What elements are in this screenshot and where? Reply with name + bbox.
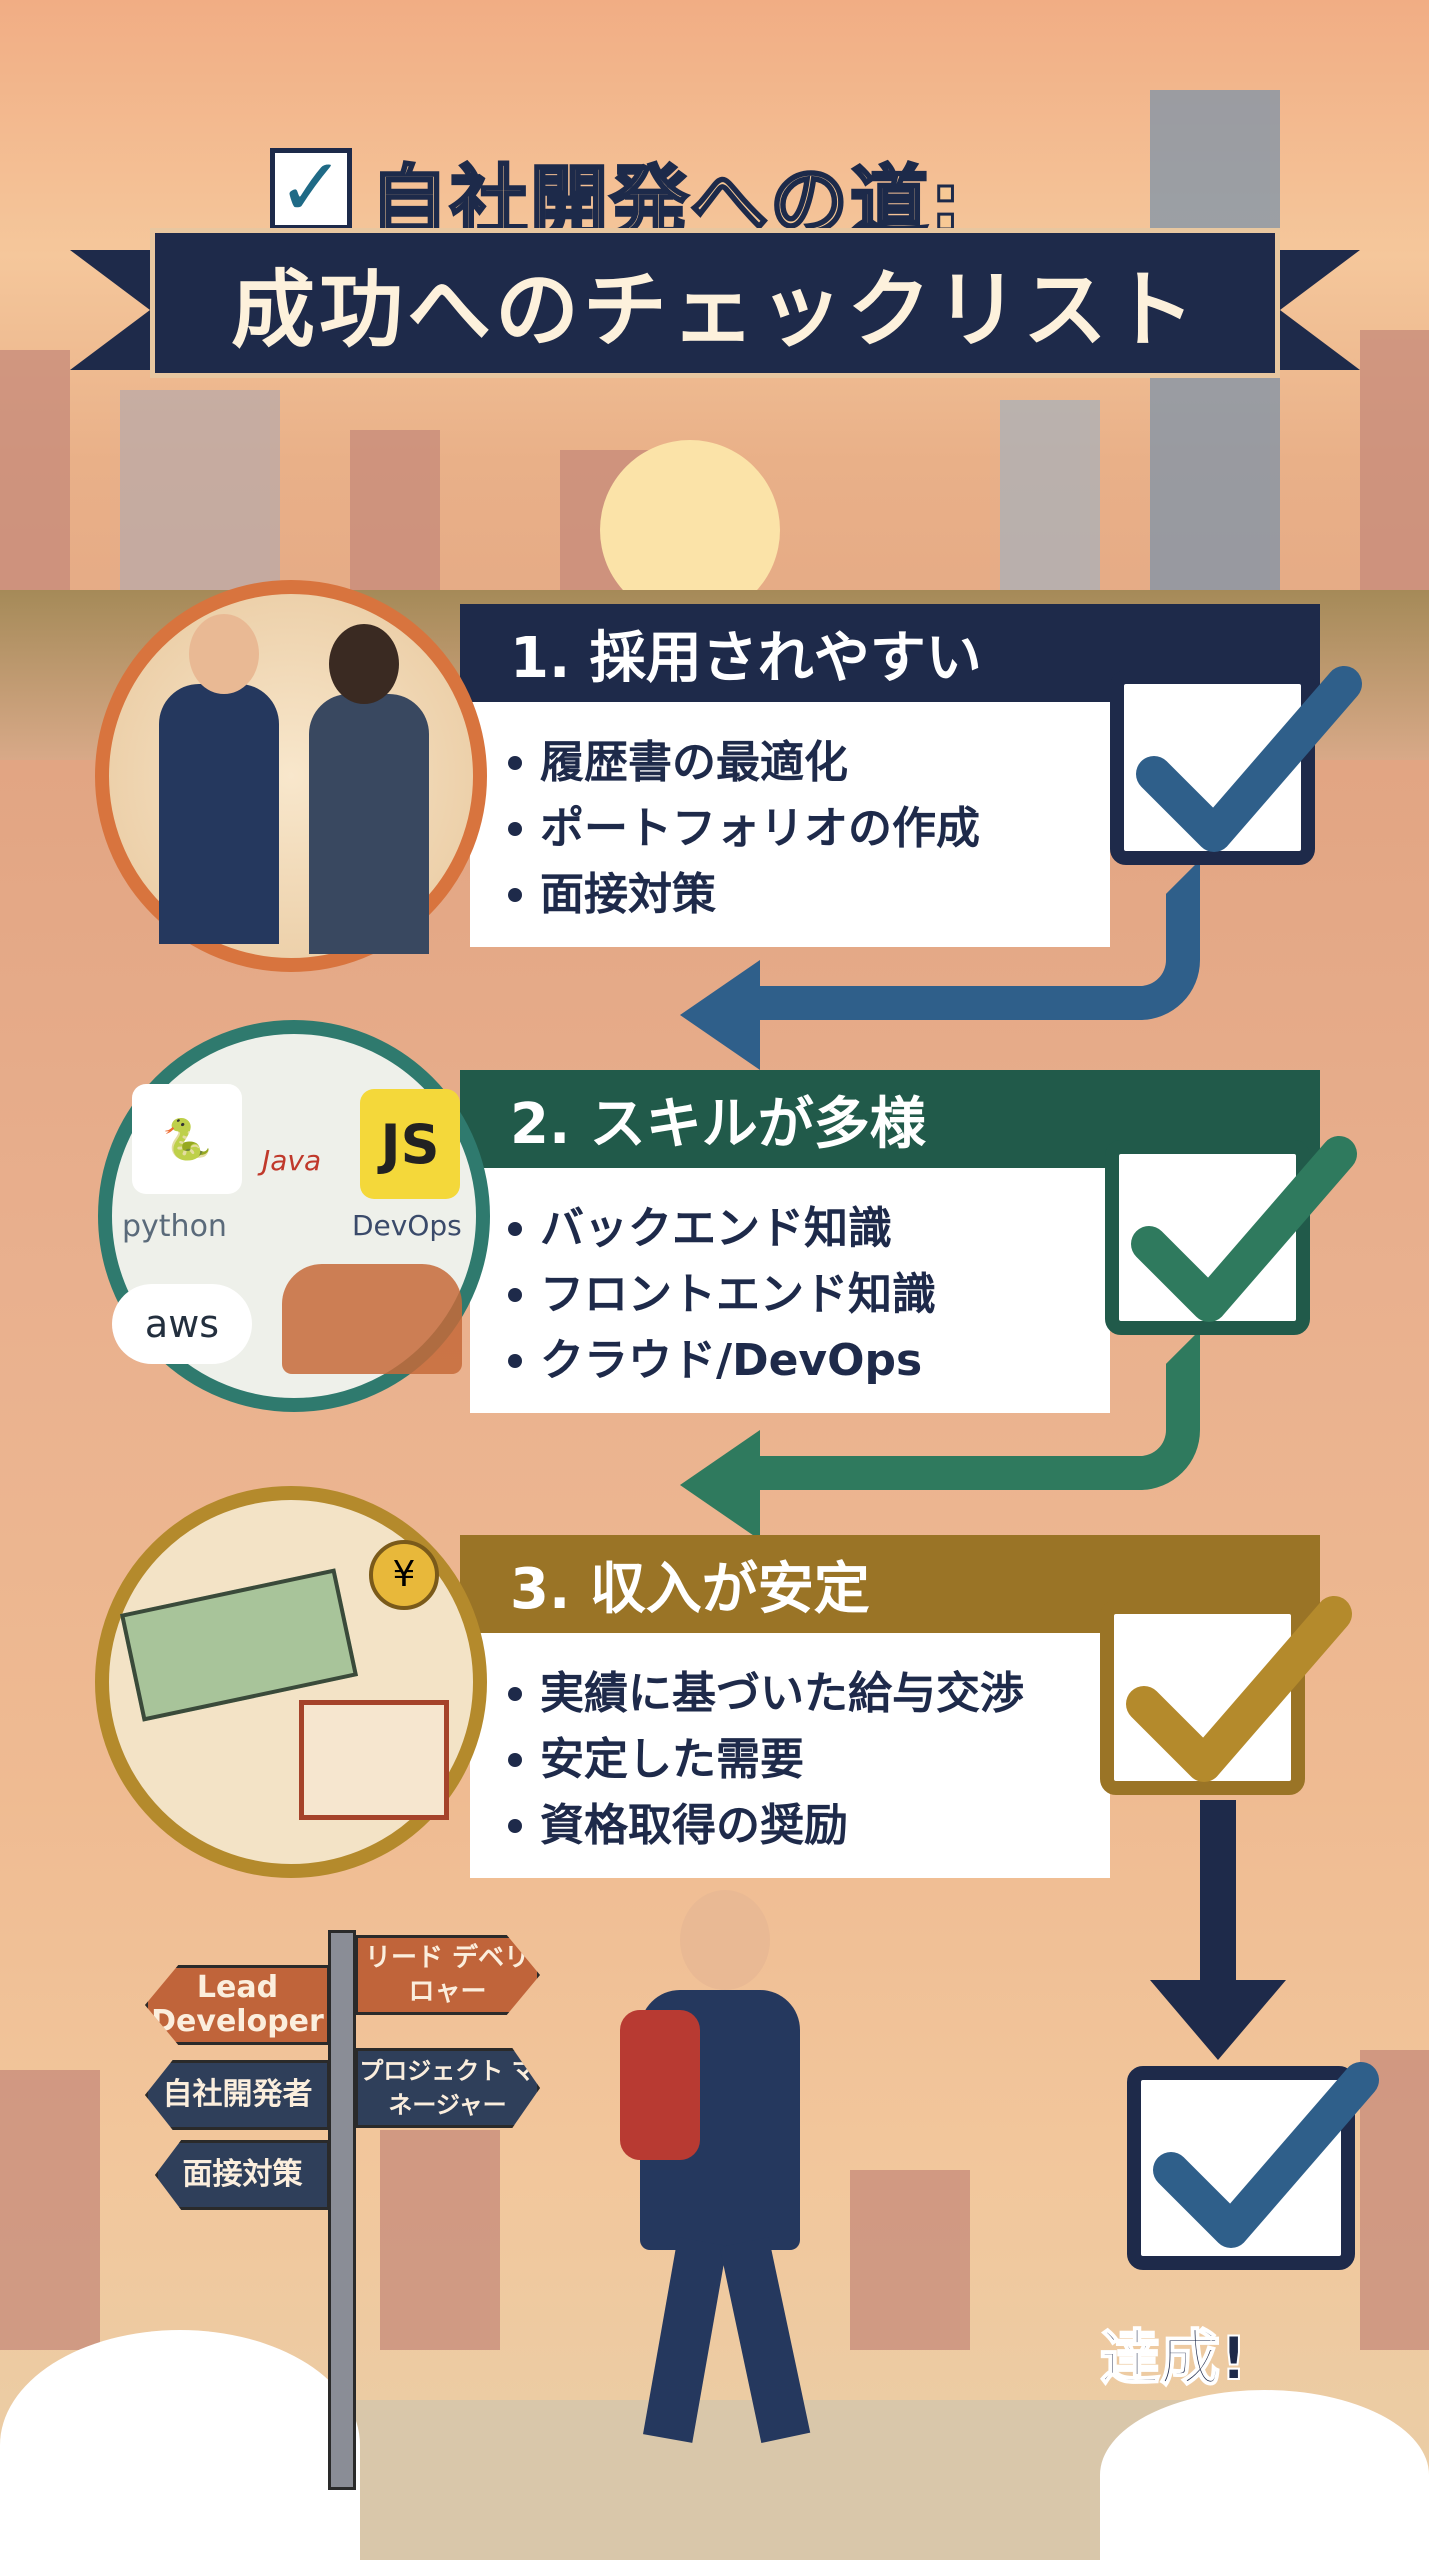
section-2-checkbox-icon	[1105, 1136, 1357, 1335]
handshake-illustration	[95, 580, 487, 972]
tech-logos-illustration: 🐍 python Java JS DevOps aws	[98, 1020, 490, 1412]
list-item: クラウド/DevOps	[508, 1328, 1110, 1394]
title-check-icon: ✓	[270, 148, 352, 230]
walkway	[300, 2400, 1200, 2560]
final-checkbox-icon	[1127, 2062, 1379, 2270]
clouds-bottom-right	[1100, 2390, 1429, 2560]
walking-businessman-illustration	[620, 1890, 840, 2450]
section-1-checkbox-icon	[1110, 666, 1362, 865]
list-item: 安定した需要	[508, 1727, 1110, 1793]
sign-lead-developer-ja: リード デベリロャー	[355, 1935, 540, 2015]
python-logo-icon: 🐍	[132, 1084, 242, 1194]
aws-logo-icon: aws	[112, 1284, 252, 1364]
sign-in-house-developer: 自社開発者	[145, 2060, 330, 2130]
yen-coin-icon: ¥	[369, 1540, 439, 1610]
money-house-illustration: ¥	[95, 1486, 487, 1878]
python-label: python	[122, 1209, 227, 1244]
list-item: ポートフォリオの作成	[508, 796, 1110, 862]
section-1-list: 履歴書の最適化 ポートフォリオの作成 面接対策	[470, 702, 1110, 947]
list-item: 実績に基づいた給与交渉	[508, 1661, 1110, 1727]
section-3-checkbox-icon	[1100, 1596, 1352, 1795]
devops-label: DevOps	[352, 1209, 462, 1242]
section-3-list: 実績に基づいた給与交渉 安定した需要 資格取得の奨励	[470, 1633, 1110, 1878]
list-item: フロントエンド知識	[508, 1262, 1110, 1328]
banknote-icon	[119, 1568, 359, 1722]
section-2-list: バックエンド知識 フロントエンド知識 クラウド/DevOps	[470, 1168, 1110, 1413]
banner-ribbon-left	[70, 250, 150, 370]
sign-project-manager: プロジェクト マネージャー	[355, 2048, 540, 2128]
clouds-bottom	[0, 2330, 360, 2560]
banner-ribbon-right	[1280, 250, 1360, 370]
arrow-2-3	[680, 1430, 760, 1540]
path-1-2	[720, 860, 1200, 1020]
house-icon	[299, 1700, 449, 1820]
sign-interview-prep: 面接対策	[155, 2140, 330, 2210]
team-people-illustration	[282, 1264, 462, 1374]
arrow-1-2	[680, 960, 760, 1070]
list-item: バックエンド知識	[508, 1196, 1110, 1262]
city-skyline-bottom	[0, 2050, 1429, 2350]
signpost-pole	[328, 1930, 356, 2490]
title-banner: 成功へのチェックリスト	[150, 228, 1280, 378]
list-item: 履歴書の最適化	[508, 730, 1110, 796]
path-3-final	[1200, 1800, 1236, 2000]
achieved-label: 達成!	[1099, 2323, 1248, 2395]
list-item: 資格取得の奨励	[508, 1793, 1110, 1859]
java-label: Java	[262, 1144, 322, 1177]
list-item: 面接対策	[508, 862, 1110, 928]
arrow-3-final	[1150, 1980, 1286, 2060]
sign-lead-developer: Lead Developer	[145, 1965, 330, 2045]
js-logo-icon: JS	[360, 1089, 460, 1199]
